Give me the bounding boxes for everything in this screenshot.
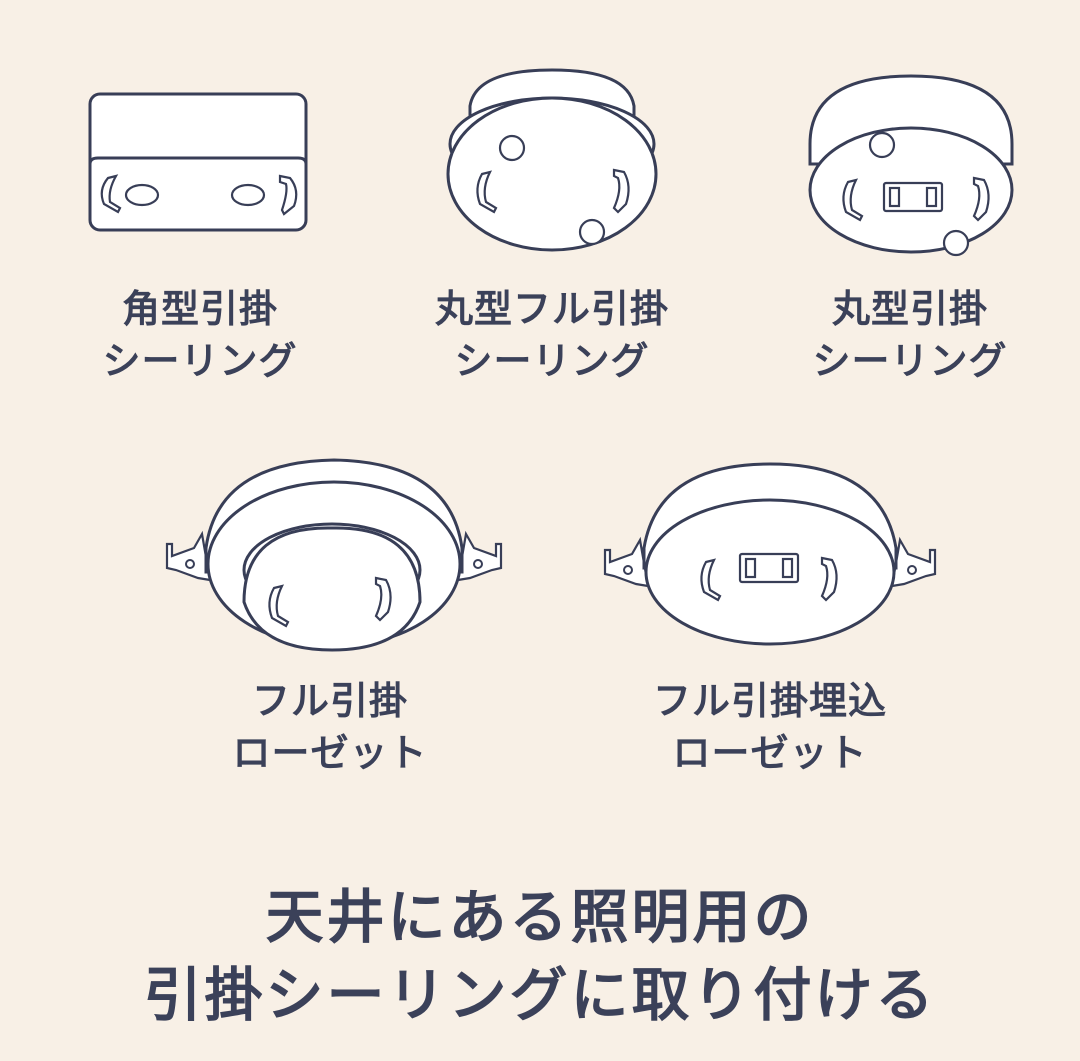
label-line-1: フル引掛埋込	[652, 679, 887, 723]
label-line-1: フル引掛	[251, 679, 408, 723]
round-full-hook-ceiling-icon	[446, 66, 658, 256]
label-line-2: シーリング	[454, 339, 650, 383]
headline-line-1: 天井にある照明用の	[265, 883, 815, 951]
label-line-2: ローゼット	[672, 731, 868, 775]
square-hook-ceiling-icon	[88, 92, 310, 234]
item-label-full-embedded-rosette: フル引掛埋込 ローゼット	[620, 675, 920, 779]
label-line-1: 角型引掛	[121, 287, 278, 331]
headline: 天井にある照明用の 引掛シーリングに取り付ける	[0, 878, 1080, 1034]
label-line-2: ローゼット	[232, 731, 428, 775]
label-line-2: シーリング	[812, 339, 1008, 383]
headline-line-2: 引掛シーリングに取り付ける	[143, 961, 937, 1029]
item-label-round-full: 丸型フル引掛 シーリング	[412, 283, 692, 387]
round-hook-ceiling-icon	[806, 72, 1016, 257]
label-line-2: シーリング	[102, 339, 298, 383]
label-line-1: 丸型フル引掛	[434, 287, 669, 331]
item-label-full-rosette: フル引掛 ローゼット	[210, 675, 450, 779]
label-line-1: 丸型引掛	[831, 287, 988, 331]
item-label-square: 角型引掛 シーリング	[80, 283, 320, 387]
full-hook-rosette-icon	[164, 452, 504, 652]
full-hook-embedded-rosette-icon	[602, 458, 938, 648]
item-label-round: 丸型引掛 シーリング	[790, 283, 1030, 387]
